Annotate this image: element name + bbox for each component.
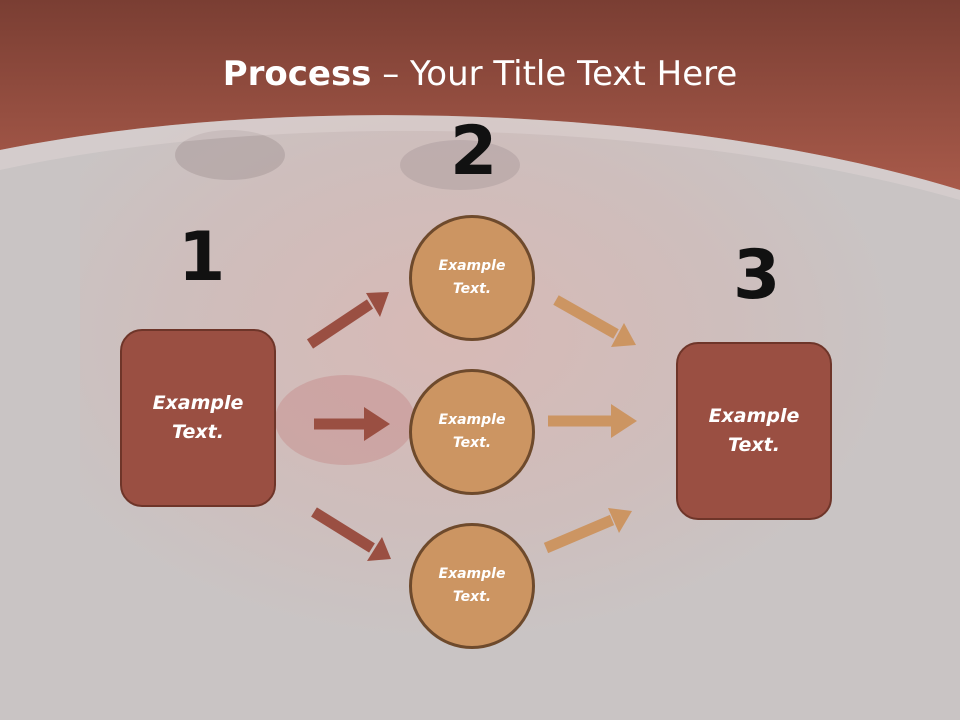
arrow-middle-to-right	[548, 404, 637, 438]
left-box: Example Text.	[120, 329, 276, 507]
arrow-left-to-top	[306, 292, 389, 349]
right-box-label: Example Text.	[708, 405, 800, 456]
circle-middle-label: Example Text.	[438, 412, 506, 451]
step-number-1: 1	[178, 218, 226, 297]
arrow-bottom-to-right	[543, 508, 632, 554]
circle-middle: Example Text.	[409, 369, 535, 495]
step-number-3: 3	[733, 236, 781, 315]
circle-top-label: Example Text.	[438, 258, 506, 297]
arrow-left-to-bottom	[311, 507, 391, 561]
arrow-left-to-middle	[314, 407, 390, 441]
left-box-label: Example Text.	[152, 392, 244, 443]
step-number-2: 2	[450, 112, 498, 191]
slide-title: Process – Your Title Text Here	[0, 52, 960, 96]
right-box: Example Text.	[676, 342, 832, 520]
arrow-top-to-right	[553, 295, 636, 347]
circle-bottom-label: Example Text.	[438, 566, 506, 605]
circle-bottom: Example Text.	[409, 523, 535, 649]
title-rest: – Your Title Text Here	[371, 54, 738, 94]
title-bold: Process	[222, 54, 372, 94]
circle-top: Example Text.	[409, 215, 535, 341]
